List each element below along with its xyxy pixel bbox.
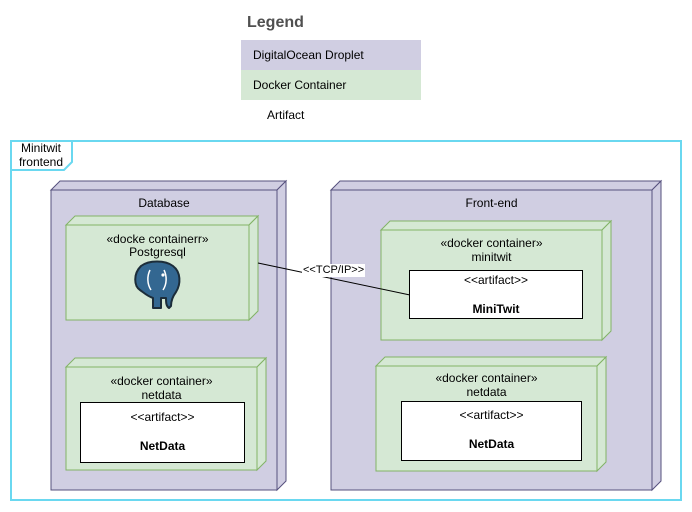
tcp-ip-connection-line[interactable] bbox=[257, 262, 411, 296]
frame-minitwit-frontend bbox=[10, 140, 682, 501]
legend-title: Legend bbox=[247, 14, 304, 31]
database-netdata-name: netdata bbox=[141, 388, 182, 402]
frame-title-line1: Minitwit bbox=[20, 141, 61, 155]
connection-label: <<TCP/IP>> bbox=[302, 264, 366, 277]
database-netdata-stereotype: «docker container» bbox=[110, 374, 213, 388]
postgresql-stereotype: «docke containerr» bbox=[106, 232, 209, 246]
legend-item-droplet: DigitalOcean Droplet bbox=[241, 40, 421, 70]
minitwit-name: minitwit bbox=[471, 250, 512, 264]
minitwit-artifact[interactable]: <<artifact>> MiniTwit bbox=[409, 270, 583, 319]
frame-title-line2: frontend bbox=[18, 155, 64, 169]
postgresql-elephant-icon bbox=[134, 260, 181, 309]
artifact-name: NetData bbox=[139, 439, 186, 453]
legend-item-artifact: Artifact bbox=[267, 108, 305, 122]
database-netdata-artifact[interactable]: <<artifact>> NetData bbox=[80, 402, 245, 463]
artifact-stereotype: <<artifact>> bbox=[130, 410, 195, 424]
artifact-name: MiniTwit bbox=[472, 302, 520, 316]
frontend-node-title: Front-end bbox=[465, 196, 518, 210]
postgresql-name: Postgresql bbox=[129, 245, 186, 259]
frontend-netdata-artifact[interactable]: <<artifact>> NetData bbox=[401, 401, 582, 461]
frontend-netdata-stereotype: «docker container» bbox=[435, 371, 538, 385]
database-node-title: Database bbox=[138, 196, 190, 210]
minitwit-stereotype: «docker container» bbox=[440, 236, 543, 250]
artifact-stereotype: <<artifact>> bbox=[459, 408, 524, 422]
artifact-name: NetData bbox=[468, 437, 515, 451]
artifact-stereotype: <<artifact>> bbox=[463, 273, 529, 287]
legend-item-container: Docker Container bbox=[241, 70, 421, 100]
frontend-netdata-name: netdata bbox=[466, 385, 507, 399]
